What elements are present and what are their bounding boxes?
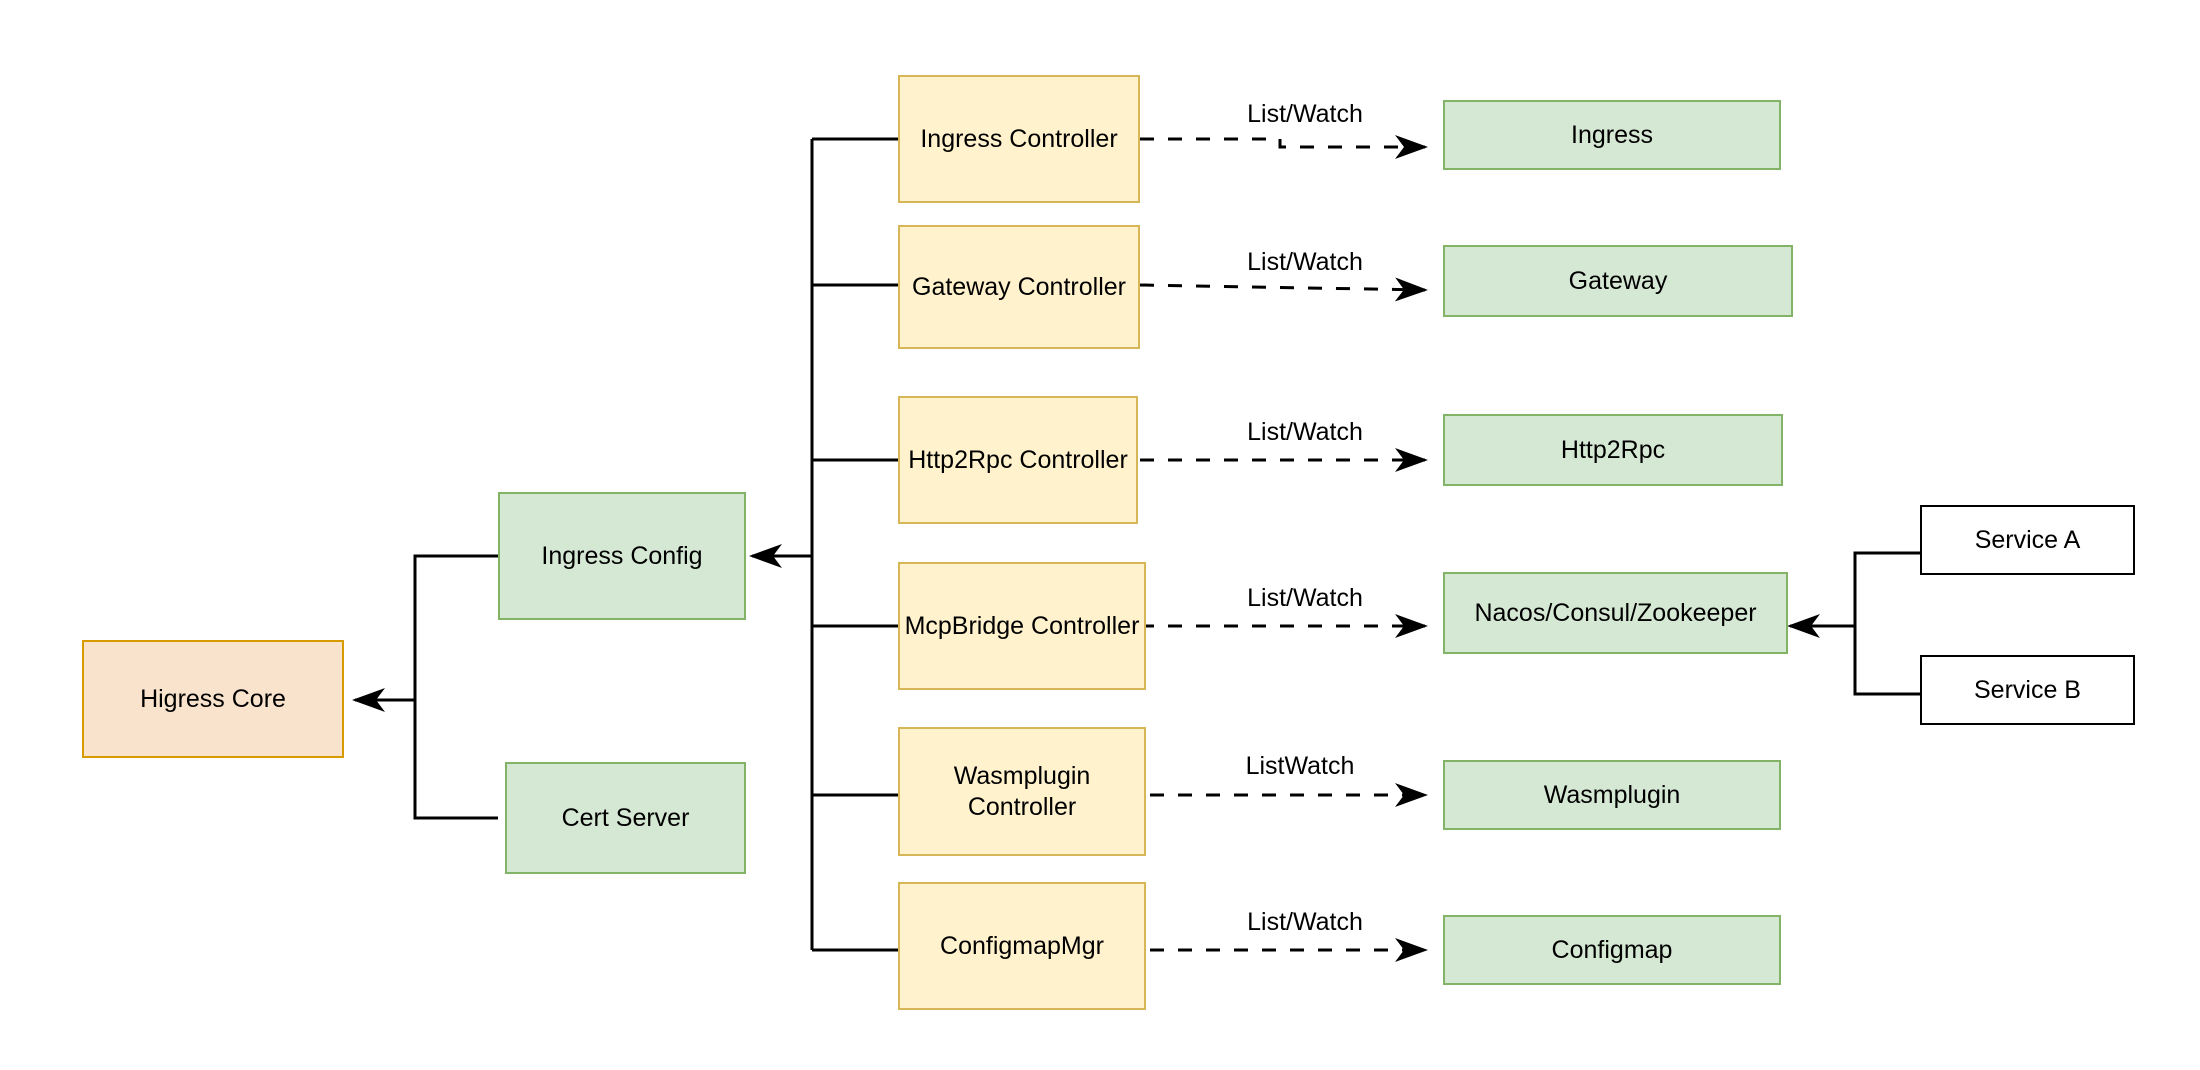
node-gateway[interactable]: Gateway <box>1443 245 1793 317</box>
node-label: Http2Rpc <box>1560 435 1666 464</box>
node-http2rpc[interactable]: Http2Rpc <box>1443 414 1783 486</box>
node-label: McpBridge Controller <box>904 611 1140 640</box>
node-wasmplugin-controller[interactable]: Wasmplugin Controller <box>898 727 1146 856</box>
edge-label-ingress: List/Watch <box>1247 100 1363 128</box>
wire-controller-trunk <box>749 137 898 952</box>
node-service-a[interactable]: Service A <box>1920 505 2135 575</box>
node-mcpbridge-controller[interactable]: McpBridge Controller <box>898 562 1146 690</box>
edge-label-http2rpc: List/Watch <box>1247 418 1363 446</box>
node-label: Wasmplugin <box>1543 780 1681 809</box>
node-label: ConfigmapMgr <box>940 931 1104 960</box>
edge-label-wasmplugin: ListWatch <box>1245 752 1355 780</box>
node-label: Higress Core <box>140 684 286 713</box>
edge-label-nacos: List/Watch <box>1247 584 1363 612</box>
node-label: Gateway <box>1568 266 1668 295</box>
node-label: Gateway Controller <box>912 272 1126 301</box>
node-label: Ingress Config <box>541 541 703 570</box>
node-configmapmgr[interactable]: ConfigmapMgr <box>898 882 1146 1010</box>
node-service-b[interactable]: Service B <box>1920 655 2135 725</box>
node-label: Http2Rpc Controller <box>908 445 1128 474</box>
node-ingress[interactable]: Ingress <box>1443 100 1781 170</box>
node-http2rpc-controller[interactable]: Http2Rpc Controller <box>898 396 1138 524</box>
node-label: Cert Server <box>561 803 690 832</box>
node-ingress-controller[interactable]: Ingress Controller <box>898 75 1140 203</box>
node-label: Wasmplugin Controller <box>953 762 1091 821</box>
wire-services-bus <box>1787 551 1920 696</box>
node-gateway-controller[interactable]: Gateway Controller <box>898 225 1140 349</box>
node-label: Ingress <box>1571 120 1653 149</box>
node-nacos-consul-zookeeper[interactable]: Nacos/Consul/Zookeeper <box>1443 572 1788 654</box>
node-label: Configmap <box>1551 935 1673 964</box>
node-label: Service B <box>1974 675 2081 704</box>
node-wasmplugin[interactable]: Wasmplugin <box>1443 760 1781 830</box>
node-label: Service A <box>1974 525 2081 554</box>
node-label: Nacos/Consul/Zookeeper <box>1474 598 1757 627</box>
edge-label-gateway: List/Watch <box>1247 248 1363 276</box>
node-label: Ingress Controller <box>920 124 1118 153</box>
node-configmap[interactable]: Configmap <box>1443 915 1781 985</box>
node-ingress-config[interactable]: Ingress Config <box>498 492 746 620</box>
wire-core-bus <box>352 554 498 820</box>
edge-label-configmap: List/Watch <box>1247 908 1363 936</box>
wire-listwatch-ingress <box>1140 135 1428 159</box>
wire-listwatch-gateway <box>1139 277 1428 302</box>
node-higress-core[interactable]: Higress Core <box>82 640 344 758</box>
node-cert-server[interactable]: Cert Server <box>505 762 746 874</box>
